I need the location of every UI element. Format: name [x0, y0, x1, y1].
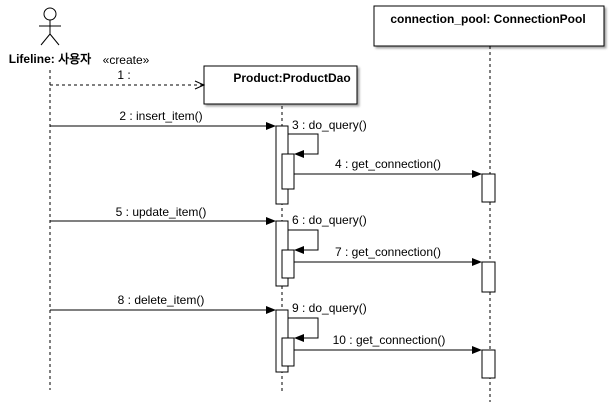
message-4: 4 : get_connection(): [294, 157, 482, 178]
message-2-label: 2 : insert_item(): [119, 109, 202, 123]
actor-label: Lifeline: 사용자: [9, 51, 91, 66]
message-2: 2 : insert_item(): [50, 109, 276, 130]
participant-product-box: Product:ProductDao: [203, 65, 358, 105]
participant-pool-label: connection_pool: ConnectionPool: [390, 12, 585, 26]
message-5: 5 : update_item(): [50, 205, 276, 225]
message-3: 3 : do_query(): [288, 118, 367, 158]
message-8: 8 : delete_item(): [50, 293, 276, 314]
message-6: 6 : do_query(): [288, 213, 367, 254]
message-10: 10 : get_connection(): [294, 333, 482, 354]
activation-bar: [481, 261, 496, 293]
activation-bar: [481, 349, 496, 379]
activation-bar: [281, 249, 295, 279]
message-9-label: 9 : do_query(): [292, 301, 367, 315]
participant-pool-box: connection_pool: ConnectionPool: [373, 5, 605, 47]
activation-bar: [281, 337, 295, 367]
message-7: 7 : get_connection(): [294, 245, 482, 266]
message-4-label: 4 : get_connection(): [335, 157, 441, 171]
message-8-label: 8 : delete_item(): [118, 293, 205, 307]
message-7-label: 7 : get_connection(): [335, 245, 441, 259]
message-9: 9 : do_query(): [288, 301, 367, 342]
stick-figure-icon: [39, 7, 61, 46]
message-3-label: 3 : do_query(): [292, 118, 367, 132]
participant-product-label: Product:ProductDao: [233, 71, 350, 85]
activation-bar: [481, 173, 496, 203]
activation-bar: [281, 153, 295, 190]
create-stereotype: «create»: [103, 53, 150, 67]
message-6-label: 6 : do_query(): [292, 213, 367, 227]
message-5-label: 5 : update_item(): [116, 205, 207, 219]
message-1-label: 1 :: [117, 68, 130, 82]
message-10-label: 10 : get_connection(): [333, 333, 446, 347]
message-1: «create» 1 :: [50, 53, 206, 90]
